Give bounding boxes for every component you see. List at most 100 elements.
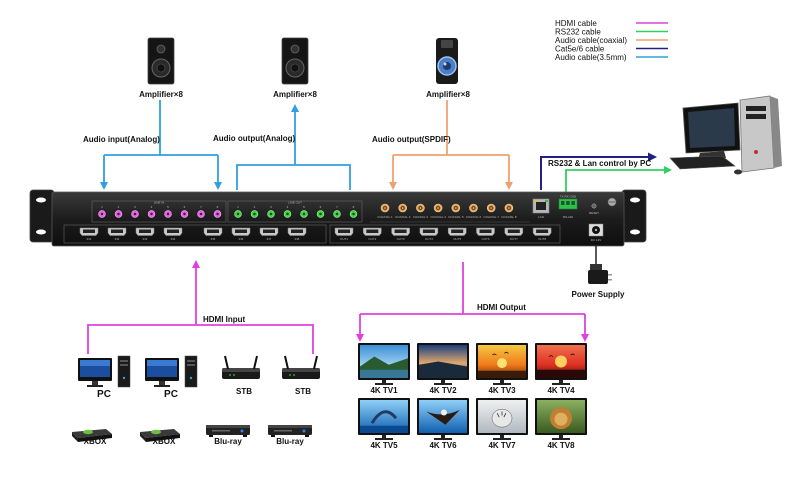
hdmi-input-port: IN1 (79, 227, 99, 241)
amplifier-label: Amplifier×8 (273, 90, 317, 99)
port-number: 7 (336, 205, 338, 209)
hdmi-input-port: IN3 (135, 227, 155, 241)
audio-input-label: Audio input(Analog) (83, 135, 160, 144)
analog-output-port: 4 (283, 205, 292, 218)
source-device: XBOX (140, 429, 180, 446)
analog-input-port: 3 (131, 205, 139, 218)
legend-entry: HDMI cable (555, 19, 668, 28)
rs232-pins-label: TX RX GND (560, 195, 577, 199)
spdif-port-label: COAXIAL 1 (377, 215, 393, 219)
amplifier-middle: Amplifier×8 (273, 37, 317, 99)
reset-label: RESET (589, 211, 599, 215)
speaker-icon (281, 37, 309, 85)
reset-button (591, 203, 597, 209)
bluray-icon (206, 425, 250, 437)
source-device: XBOX (72, 429, 112, 446)
hdmi-input-port-label: IN7 (267, 237, 272, 241)
display-label: 4K TV7 (488, 441, 516, 450)
display-device: 4K TV5 (358, 398, 410, 450)
source-device-label: STB (236, 387, 252, 396)
dc-label: DC 12V (591, 238, 602, 242)
stb-icon (282, 355, 320, 379)
hdmi-input-port: IN5 (203, 227, 223, 241)
analog-output-port: 7 (333, 205, 341, 218)
port-number: 5 (303, 205, 305, 209)
display-label: 4K TV6 (429, 441, 457, 450)
analog-output-port: 3 (267, 205, 275, 218)
display-device: 4K TV6 (417, 398, 469, 450)
hdmi-input-port: IN4 (163, 227, 183, 241)
analog-output-port: 8 (349, 205, 358, 218)
display-label: 4K TV5 (370, 441, 398, 450)
tv-icon (476, 398, 528, 440)
spdif-port-label: COAXIAL 6 (466, 215, 482, 219)
analog-input-port: 6 (180, 205, 189, 218)
source-device-label: XBOX (153, 437, 176, 446)
analog-output-port: 5 (300, 205, 308, 218)
source-device: PC (78, 355, 131, 400)
port-number: 7 (200, 205, 202, 209)
source-device-label: PC (164, 389, 178, 400)
display-label: 4K TV3 (488, 386, 516, 395)
rs232-cable (565, 166, 672, 196)
port-number: 4 (287, 205, 289, 209)
hdmi-output-port: OUT5 (447, 227, 467, 241)
source-device-label: PC (97, 389, 111, 400)
tv-icon (535, 398, 587, 440)
spdif-coaxial-port: COAXIAL 4 (430, 203, 446, 219)
spdif-port-label: COAXIAL 4 (430, 215, 446, 219)
tv-icon (417, 398, 469, 440)
hdmi-output-port-label: OUT2 (368, 237, 376, 241)
hdmi-output-port: OUT1 (334, 227, 354, 241)
legend-entry: Cat5e/6 cable (555, 45, 668, 54)
legend-entry: RS232 cable (555, 28, 668, 37)
spdif-port-label: COAXIAL 2 (395, 215, 411, 219)
audio-output-analog-label: Audio output(Analog) (213, 134, 296, 143)
speaker-icon (147, 37, 175, 85)
port-number: 1 (101, 205, 103, 209)
legend-entry-label: Cat5e/6 cable (555, 45, 605, 54)
source-device-label: STB (295, 387, 311, 396)
port-number: 8 (217, 205, 219, 209)
spdif-coaxial-port: COAXIAL 2 (395, 203, 411, 219)
port-number: 8 (353, 205, 355, 209)
power-supply-icon (588, 245, 612, 284)
hdmi-output-port: OUT3 (391, 227, 410, 241)
source-device: STB (222, 355, 260, 396)
spdif-port-label: COAXIAL 5 (448, 215, 464, 219)
analog-output-port: 6 (316, 205, 325, 218)
legend-entry-label: Audio cable(coaxial) (555, 36, 627, 45)
port-number: 6 (184, 205, 186, 209)
analog-input-port: 8 (213, 205, 222, 218)
port-number: 2 (254, 205, 256, 209)
spdif-coaxial-port: COAXIAL 8 (501, 203, 517, 219)
hdmi-output-port-label: OUT5 (453, 237, 461, 241)
source-device: PC (145, 355, 198, 400)
audio-output-analog-cable (236, 104, 351, 190)
hdmi-input-port: IN6 (231, 227, 251, 241)
tv-icon (358, 398, 410, 440)
dc-power-jack (588, 223, 604, 237)
hdmi-output-port: OUT6 (476, 227, 495, 241)
hdmi-output-port: OUT2 (363, 227, 382, 241)
rs232-port (558, 198, 578, 210)
display-device: 4K TV2 (417, 343, 469, 395)
hdmi-output-port: OUT7 (504, 227, 524, 241)
hdmi-input-port-label: IN8 (295, 237, 300, 241)
spdif-port-label: COAXIAL 3 (413, 215, 429, 219)
amplifier-left: Amplifier×8 (139, 37, 183, 99)
hdmi-input-port-label: IN5 (211, 237, 216, 241)
spdif-coaxial-port: COAXIAL 5 (448, 203, 464, 219)
hdmi-input-port-label: IN6 (239, 237, 244, 241)
speaker-icon (436, 38, 458, 84)
rs232-port-label: RS-232 (563, 215, 574, 219)
audio-output-spdif-label: Audio output(SPDIF) (372, 135, 451, 144)
tv-icon (535, 343, 587, 385)
hdmi-output-port: OUT4 (419, 227, 439, 241)
analog-input-port: 5 (164, 205, 172, 218)
